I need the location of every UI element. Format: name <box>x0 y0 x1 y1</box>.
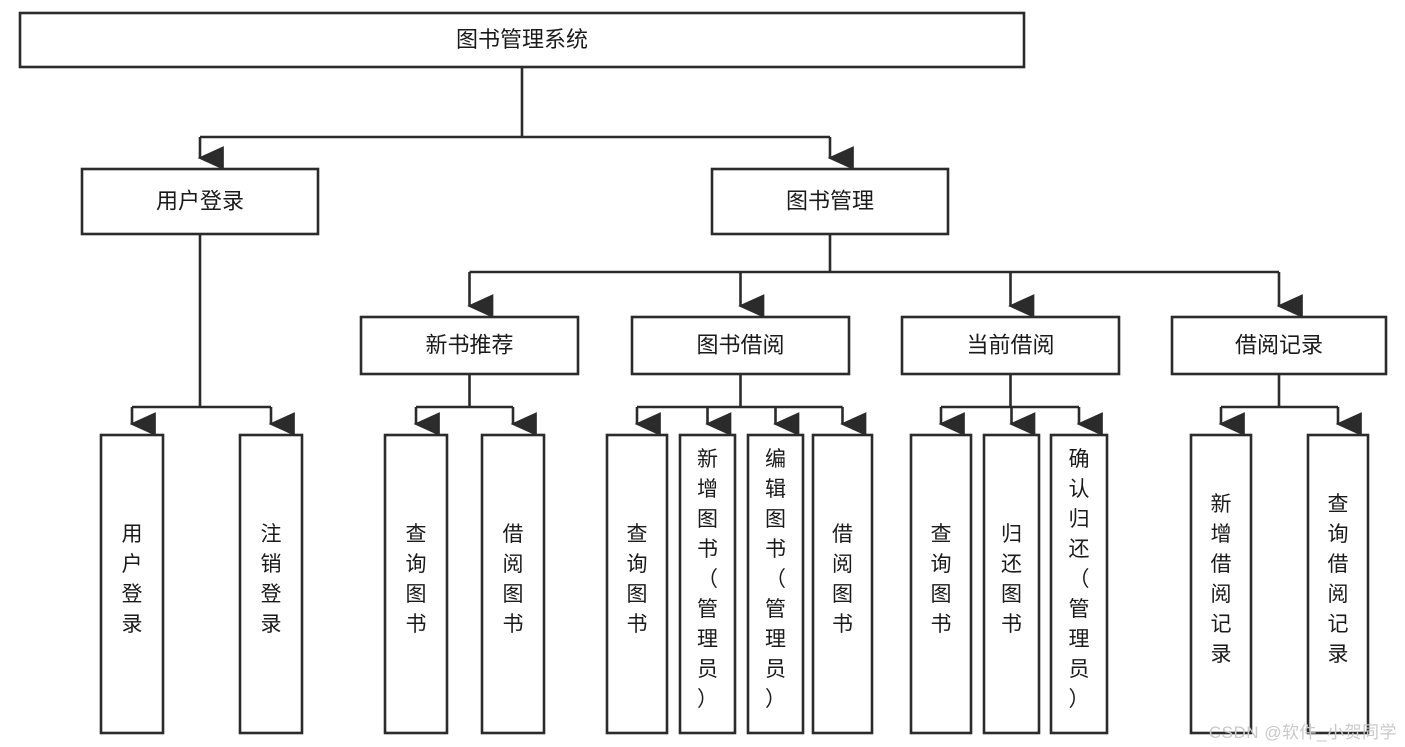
node-book-borrow[interactable]: 图书借阅 <box>630 315 851 376</box>
node-leaf-return-book[interactable]: 归还图书 <box>982 433 1041 735</box>
node-leaf-query-book-1-box <box>383 433 449 735</box>
node-root-box <box>18 11 1026 69</box>
node-book-manage-box <box>710 167 950 236</box>
node-new-book-recommend[interactable]: 新书推荐 <box>359 315 580 376</box>
node-leaf-query-record-box <box>1306 433 1370 735</box>
node-leaf-add-record[interactable]: 新增借阅记录 <box>1189 433 1253 735</box>
node-leaf-logout-label: 注销登录 <box>261 523 282 636</box>
node-leaf-query-book-3-box <box>909 433 973 735</box>
node-user-login-box <box>80 167 320 236</box>
node-leaf-confirm-return-box <box>1049 433 1109 735</box>
node-leaf-query-book-1[interactable]: 查询图书 <box>383 433 449 735</box>
node-leaf-query-book-2[interactable]: 查询图书 <box>605 433 669 735</box>
node-leaf-query-book-1-label: 查询图书 <box>406 523 427 636</box>
node-leaf-logout[interactable]: 注销登录 <box>238 433 304 735</box>
node-user-login-label: 用户登录 <box>156 188 244 213</box>
node-leaf-user-login-box <box>99 433 165 735</box>
node-new-book-recommend-label: 新书推荐 <box>425 332 513 357</box>
node-leaf-add-record-label: 新增借阅记录 <box>1211 493 1232 666</box>
connector-lines <box>129 67 1362 436</box>
node-leaf-edit-book-box <box>746 433 805 735</box>
node-borrow-record-label: 借阅记录 <box>1235 332 1323 357</box>
node-leaf-borrow-book-2[interactable]: 借阅图书 <box>811 433 874 735</box>
node-leaf-edit-book[interactable]: 编辑图书（管理员） <box>746 433 805 735</box>
node-book-manage[interactable]: 图书管理 <box>710 167 950 236</box>
node-leaf-borrow-book-2-box <box>811 433 874 735</box>
node-user-login[interactable]: 用户登录 <box>80 167 320 236</box>
node-book-manage-label: 图书管理 <box>786 188 874 213</box>
node-leaf-query-book-3[interactable]: 查询图书 <box>909 433 973 735</box>
node-leaf-query-record-label: 查询借阅记录 <box>1328 493 1349 666</box>
node-boxes: 图书管理系统用户登录图书管理新书推荐图书借阅当前借阅借阅记录用户登录注销登录查询… <box>18 11 1388 735</box>
node-leaf-query-book-2-box <box>605 433 669 735</box>
node-leaf-add-book-label: 新增图书（管理员） <box>697 448 718 711</box>
node-leaf-edit-book-label: 编辑图书（管理员） <box>765 448 786 711</box>
node-borrow-record-box <box>1170 315 1388 376</box>
node-leaf-query-book-2-label: 查询图书 <box>627 523 648 636</box>
node-leaf-query-book-3-label: 查询图书 <box>931 523 952 636</box>
node-current-borrow-label: 当前借阅 <box>966 332 1054 357</box>
node-leaf-logout-box <box>238 433 304 735</box>
node-leaf-return-book-box <box>982 433 1041 735</box>
node-leaf-confirm-return-label: 确认归还（管理员） <box>1069 448 1090 711</box>
node-current-borrow[interactable]: 当前借阅 <box>900 315 1121 376</box>
node-leaf-add-book-box <box>678 433 737 735</box>
node-current-borrow-box <box>900 315 1121 376</box>
node-new-book-recommend-box <box>359 315 580 376</box>
node-leaf-borrow-book-1[interactable]: 借阅图书 <box>480 433 546 735</box>
csdn-watermark: CSDN @软件_小贺同学 <box>1208 723 1397 742</box>
node-root[interactable]: 图书管理系统 <box>18 11 1026 69</box>
node-leaf-user-login[interactable]: 用户登录 <box>99 433 165 735</box>
node-book-borrow-box <box>630 315 851 376</box>
node-leaf-add-book[interactable]: 新增图书（管理员） <box>678 433 737 735</box>
node-leaf-query-record[interactable]: 查询借阅记录 <box>1306 433 1370 735</box>
node-leaf-return-book-label: 归还图书 <box>1001 523 1022 636</box>
node-root-label: 图书管理系统 <box>456 27 588 52</box>
node-leaf-borrow-book-1-box <box>480 433 546 735</box>
node-leaf-add-record-box <box>1189 433 1253 735</box>
node-leaf-confirm-return[interactable]: 确认归还（管理员） <box>1049 433 1109 735</box>
node-borrow-record[interactable]: 借阅记录 <box>1170 315 1388 376</box>
node-book-borrow-label: 图书借阅 <box>696 332 784 357</box>
node-leaf-user-login-label: 用户登录 <box>122 523 143 636</box>
node-leaf-borrow-book-1-label: 借阅图书 <box>503 523 524 636</box>
node-leaf-borrow-book-2-label: 借阅图书 <box>832 523 853 636</box>
